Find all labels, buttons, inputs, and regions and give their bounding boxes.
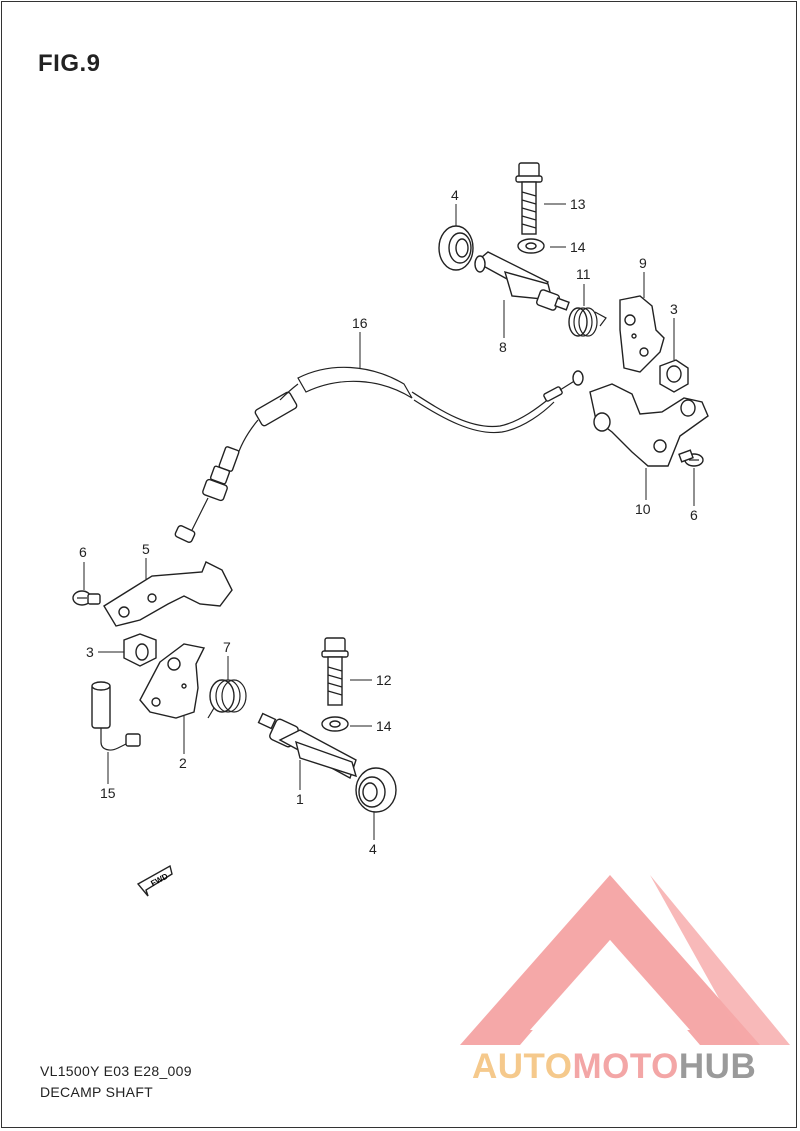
- bolt-12: [321, 637, 349, 706]
- callout-12: 12: [376, 672, 392, 688]
- watermark-logo: [460, 875, 790, 1045]
- callout-6-left: 6: [79, 544, 87, 560]
- callout-15: 15: [100, 785, 116, 801]
- callout-4-lower: 4: [369, 841, 377, 857]
- callout-9: 9: [639, 255, 647, 271]
- callout-13: 13: [570, 196, 586, 212]
- sensor-15: [91, 681, 141, 751]
- callout-14-upper: 14: [570, 239, 586, 255]
- oil-seal-4-lower: [355, 767, 397, 813]
- watermark-hub: HUB: [678, 1047, 757, 1086]
- lever-9: [619, 295, 665, 373]
- callout-4-upper: 4: [451, 187, 459, 203]
- washer-14-lower: [321, 716, 349, 732]
- spring-11: [568, 307, 607, 337]
- washer-14-upper: [517, 238, 545, 254]
- section-name: DECAMP SHAFT: [40, 1084, 154, 1100]
- decamp-shaft-8: [474, 251, 570, 311]
- callout-16: 16: [352, 315, 368, 331]
- callout-3-upper: 3: [670, 301, 678, 317]
- model-code: VL1500Y E03 E28_009: [40, 1063, 192, 1079]
- oil-seal-4-upper: [438, 225, 474, 271]
- callout-11: 11: [576, 266, 591, 282]
- decamp-cable-16: [174, 366, 584, 543]
- callout-1: 1: [296, 791, 304, 807]
- callout-8: 8: [499, 339, 507, 355]
- figure-title: FIG.9: [38, 50, 101, 77]
- callouts: 13 14 4 11 9 3 8 16 10 6 6 5 3 7 2 15 12…: [79, 187, 698, 857]
- callout-7: 7: [223, 639, 231, 655]
- callout-10: 10: [635, 501, 651, 517]
- watermark-auto: AUTO: [472, 1047, 573, 1086]
- spring-7: [207, 679, 247, 719]
- nut-3-upper: [659, 359, 689, 393]
- callout-2: 2: [179, 755, 187, 771]
- lever-5: [103, 561, 233, 627]
- callout-3-lower: 3: [86, 644, 94, 660]
- callout-14-lower: 14: [376, 718, 392, 734]
- fwd-arrow-icon: FWD: [136, 864, 173, 897]
- leader-lines: [83, 203, 695, 840]
- watermark-moto: MOTO: [572, 1047, 679, 1086]
- watermark-text: AUTOMOTOHUB: [472, 1047, 756, 1087]
- lever-2: [139, 643, 206, 719]
- callout-5: 5: [142, 541, 150, 557]
- nut-3-left: [123, 633, 157, 667]
- screw-6-left: [72, 590, 101, 606]
- bolt-13: [515, 162, 543, 235]
- callout-6-right: 6: [690, 507, 698, 523]
- decamp-shaft-1: [257, 712, 358, 780]
- bracket-10: [589, 383, 709, 467]
- screw-6-right: [678, 449, 704, 467]
